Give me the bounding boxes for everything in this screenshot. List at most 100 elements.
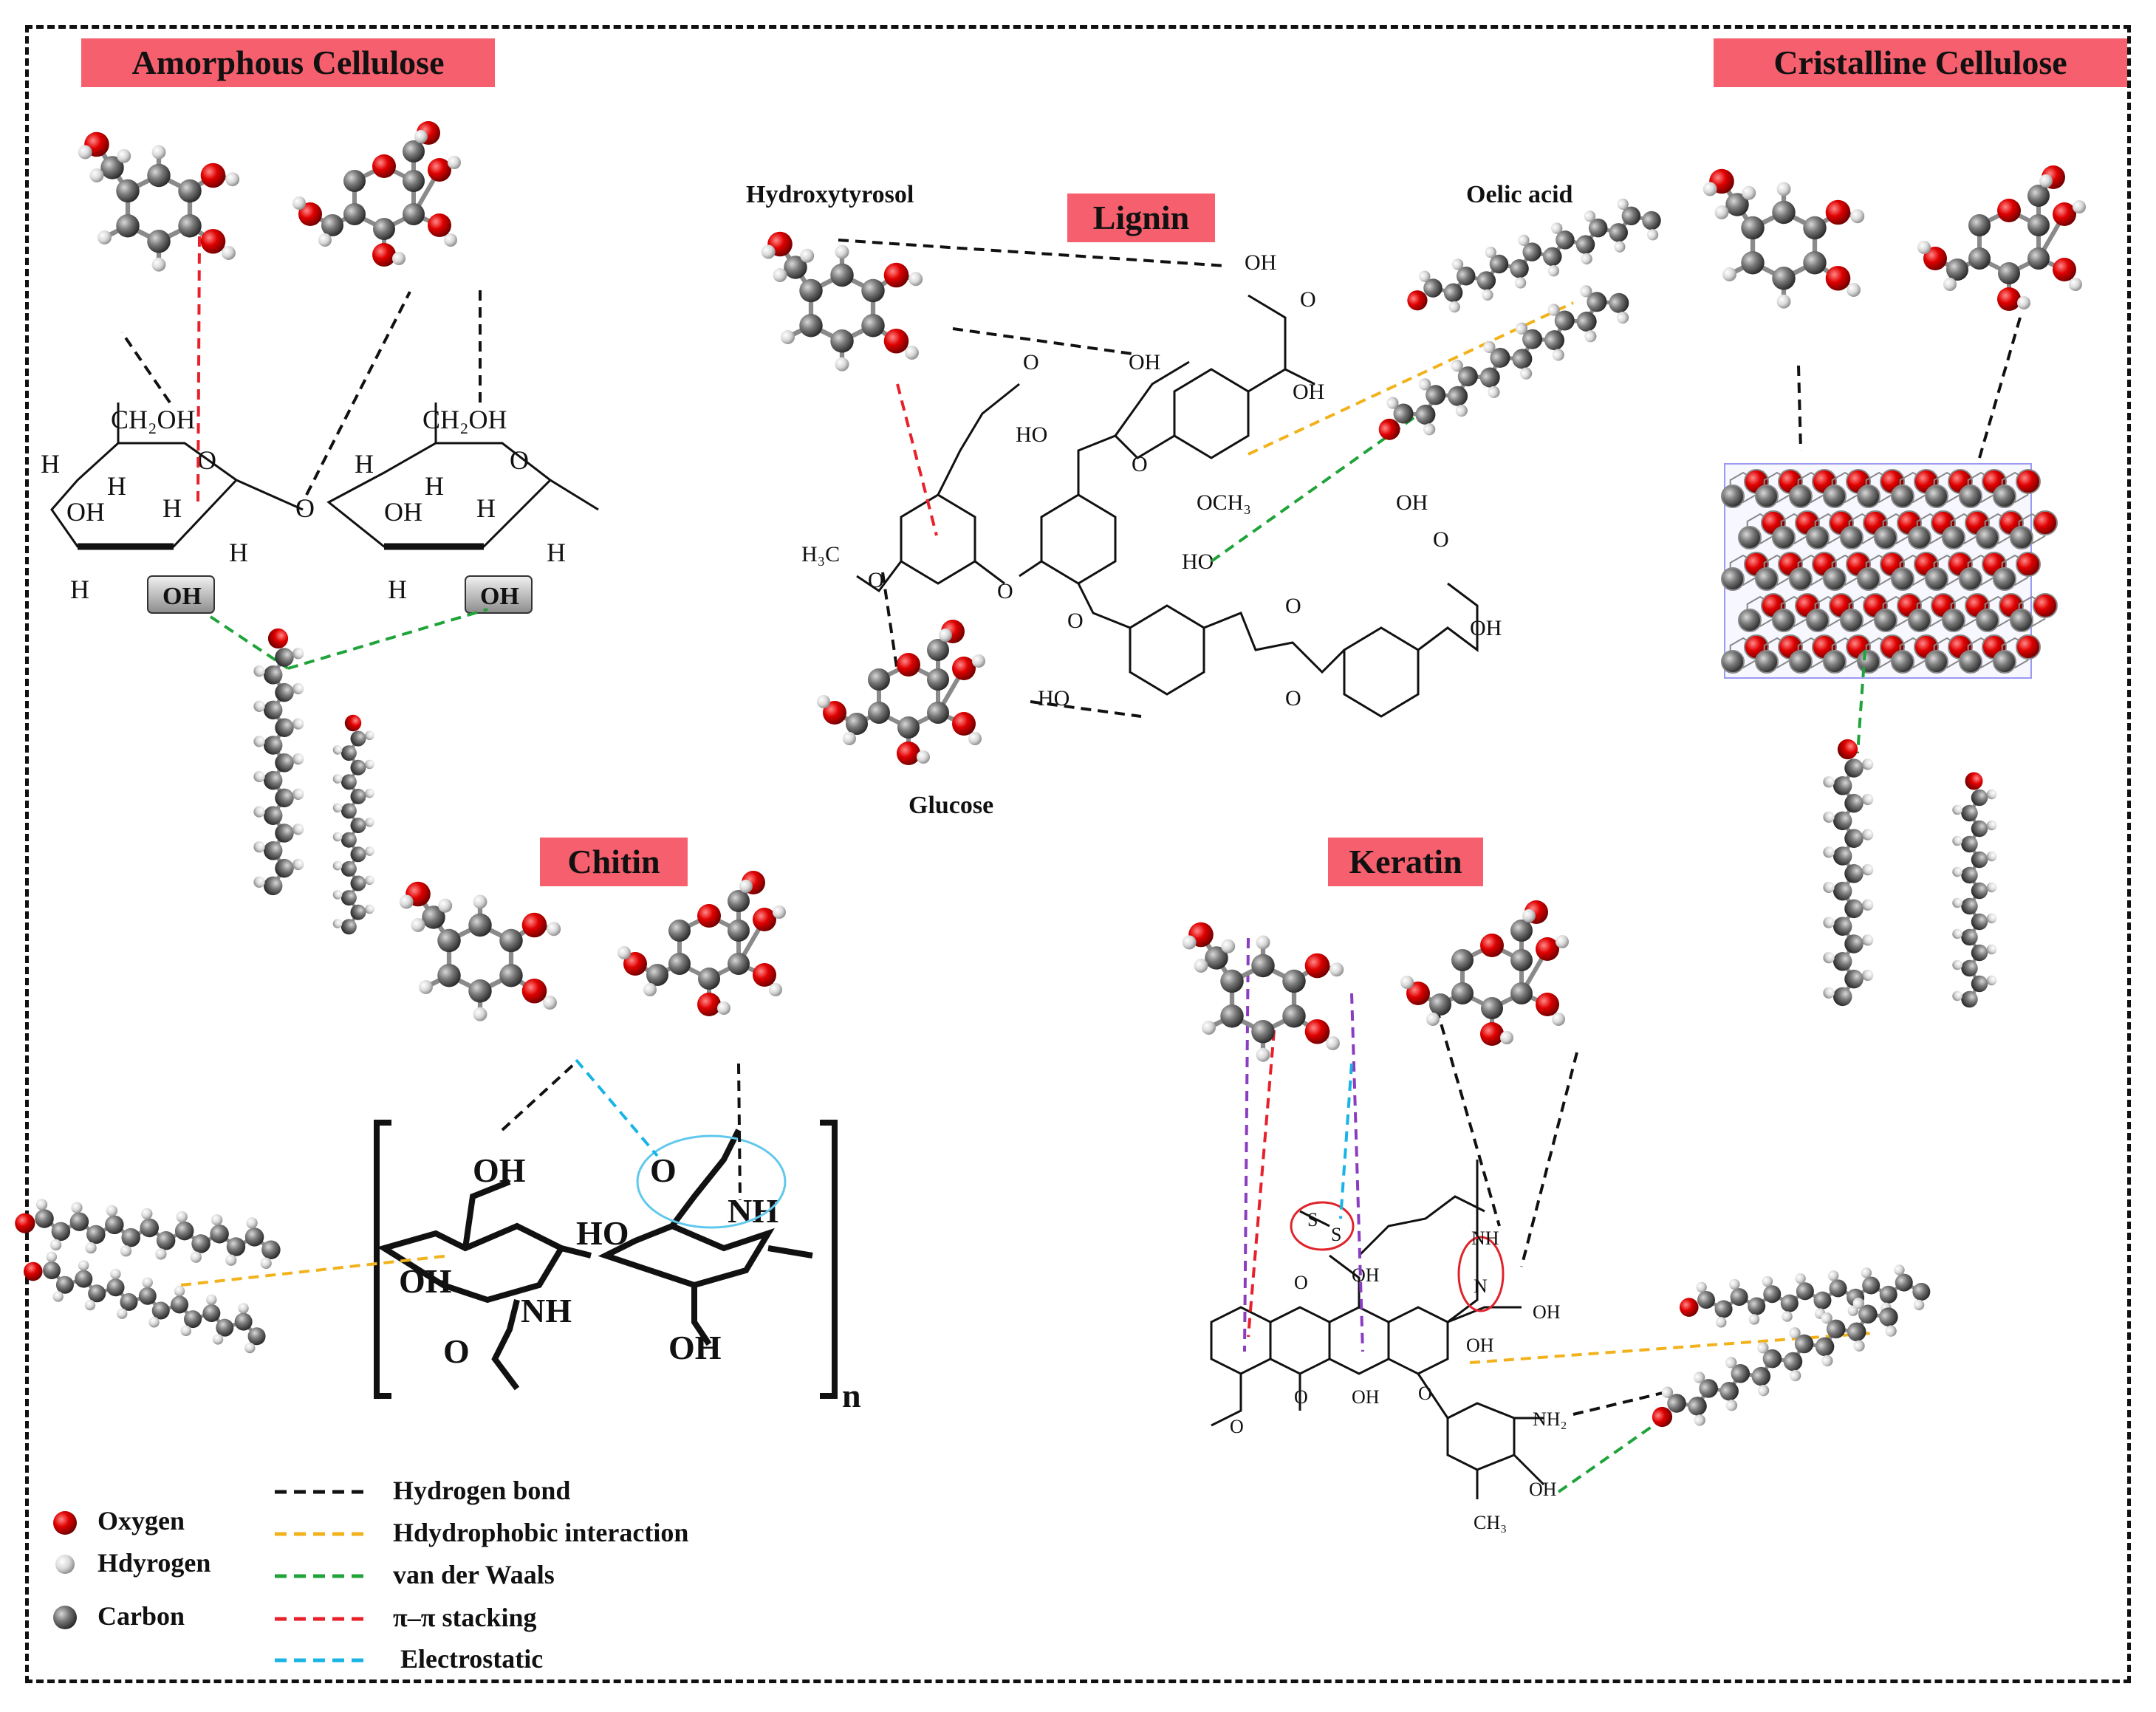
nh-label: NH bbox=[728, 1192, 778, 1230]
carbon-atom bbox=[1961, 866, 1978, 884]
hydrogen-atom bbox=[1483, 340, 1496, 354]
hydrogen-atom bbox=[781, 330, 795, 344]
oxygen-atom bbox=[2053, 202, 2076, 226]
hydrogen-atom bbox=[253, 770, 265, 783]
hydrogen-atom bbox=[835, 244, 849, 259]
hydrogen-atom bbox=[1847, 283, 1861, 297]
carbon-atom bbox=[1772, 267, 1796, 290]
carbon-atom bbox=[1481, 997, 1503, 1019]
carbon-atom bbox=[1832, 987, 1852, 1007]
hydrogen-atom bbox=[543, 996, 557, 1010]
oxygen-atom bbox=[1825, 199, 1851, 225]
hydrogen-atom bbox=[1386, 397, 1399, 409]
carbon-atom bbox=[1429, 993, 1451, 1016]
carbon-atom bbox=[403, 170, 425, 192]
carbon-atom bbox=[275, 648, 294, 667]
nh2-label: NH₂ bbox=[1533, 1408, 1567, 1430]
hydrogen-atom bbox=[1917, 241, 1931, 254]
carbon-atom bbox=[1609, 292, 1629, 313]
hydrogen-atom bbox=[939, 629, 952, 642]
hydrogen-atom bbox=[1986, 944, 1997, 955]
carbon-atom bbox=[1826, 1319, 1846, 1339]
hydrogen-atom bbox=[1488, 386, 1500, 398]
oxygen-atom bbox=[2016, 634, 2041, 660]
hydrogen-atom bbox=[110, 1268, 121, 1280]
o-label: O bbox=[650, 1151, 677, 1189]
carbon-atom bbox=[1556, 230, 1575, 250]
hydrogen-atom bbox=[174, 1285, 185, 1297]
hydrogen-atom bbox=[253, 700, 265, 712]
title-lignin: Lignin bbox=[1067, 194, 1215, 242]
interaction-line-hb bbox=[737, 1063, 742, 1201]
oxygen-atom bbox=[897, 653, 920, 677]
hydrogen-atom bbox=[1757, 1385, 1770, 1397]
carbon-atom bbox=[1968, 214, 1991, 236]
oxygen-atom bbox=[15, 1213, 35, 1233]
carbon-atom bbox=[275, 718, 294, 737]
oxygen-atom bbox=[753, 963, 776, 987]
carbon-atom bbox=[1961, 928, 1978, 946]
carbon-atom bbox=[1772, 609, 1796, 632]
legend-hydrogen-ball bbox=[55, 1555, 75, 1574]
carbon-atom bbox=[340, 890, 357, 906]
carbon-atom bbox=[1844, 969, 1864, 989]
h3c-label: H₃C bbox=[801, 542, 840, 566]
oxygen-atom bbox=[1304, 1018, 1330, 1044]
carbon-atom bbox=[86, 1225, 106, 1244]
carbon-atom bbox=[1925, 567, 1948, 591]
oxygen-atom bbox=[952, 712, 976, 736]
carbon-atom bbox=[1844, 864, 1864, 883]
chitin-structure bbox=[374, 1120, 838, 1399]
disulfide-highlight bbox=[1290, 1201, 1355, 1251]
hydrogen-atom bbox=[1556, 935, 1569, 948]
hydrogen-atom bbox=[155, 1248, 167, 1260]
carbon-atom bbox=[1725, 193, 1749, 216]
hydrogen-atom bbox=[117, 1308, 128, 1319]
hydrogen-atom bbox=[46, 1251, 58, 1262]
carbon-atom bbox=[191, 1234, 211, 1253]
carbon-atom bbox=[1755, 485, 1779, 508]
oxygen-atom bbox=[200, 162, 226, 188]
carbon-atom bbox=[350, 846, 366, 863]
hydrogen-atom bbox=[1986, 789, 1997, 800]
crystalline-lattice bbox=[1721, 463, 2058, 679]
ho-label: HO bbox=[1182, 549, 1214, 574]
carbon-atom bbox=[275, 824, 294, 843]
oxygen-atom bbox=[897, 742, 920, 765]
och3-label: OCH₃ bbox=[1197, 490, 1251, 515]
oxygen-atom bbox=[2016, 552, 2041, 577]
carbon-atom bbox=[1738, 526, 1762, 549]
carbon-atom bbox=[1971, 820, 1988, 838]
hydrogen-atom bbox=[225, 1254, 237, 1266]
carbon-atom bbox=[830, 263, 854, 287]
carbon-atom bbox=[1857, 485, 1880, 508]
carbon-atom bbox=[275, 858, 294, 878]
oxygen-atom bbox=[1997, 199, 2021, 222]
hydrogen-atom bbox=[1194, 959, 1208, 973]
hydrogen-atom bbox=[1518, 234, 1530, 246]
hydroxytyrosol-chitin bbox=[399, 881, 561, 1021]
dashed-frame bbox=[25, 25, 2131, 1683]
hydrogen-atom bbox=[142, 1277, 153, 1288]
oh-label: OH bbox=[66, 497, 105, 527]
interaction-line-hb bbox=[305, 291, 411, 496]
hydrogen-atom bbox=[365, 846, 374, 856]
carbon-atom bbox=[1763, 1285, 1782, 1304]
carbon-atom bbox=[1393, 403, 1414, 424]
carbon-atom bbox=[1993, 485, 2016, 508]
carbon-atom bbox=[184, 1310, 202, 1329]
carbon-atom bbox=[1844, 759, 1864, 778]
hydrogen-atom bbox=[35, 1199, 48, 1211]
oxygen-atom bbox=[697, 904, 721, 928]
hydrogen-atom bbox=[318, 233, 332, 247]
carbon-atom bbox=[1543, 247, 1562, 267]
oxygen-atom bbox=[952, 657, 976, 680]
oxygen-atom bbox=[428, 213, 451, 237]
carbon-atom bbox=[1699, 1379, 1718, 1398]
s-label: S bbox=[1307, 1209, 1318, 1230]
carbon-atom bbox=[263, 806, 283, 825]
carbon-atom bbox=[350, 904, 366, 920]
hydrogen-atom bbox=[1729, 1278, 1740, 1290]
oh-label: OH bbox=[399, 1262, 452, 1300]
carbon-atom bbox=[1874, 609, 1897, 632]
